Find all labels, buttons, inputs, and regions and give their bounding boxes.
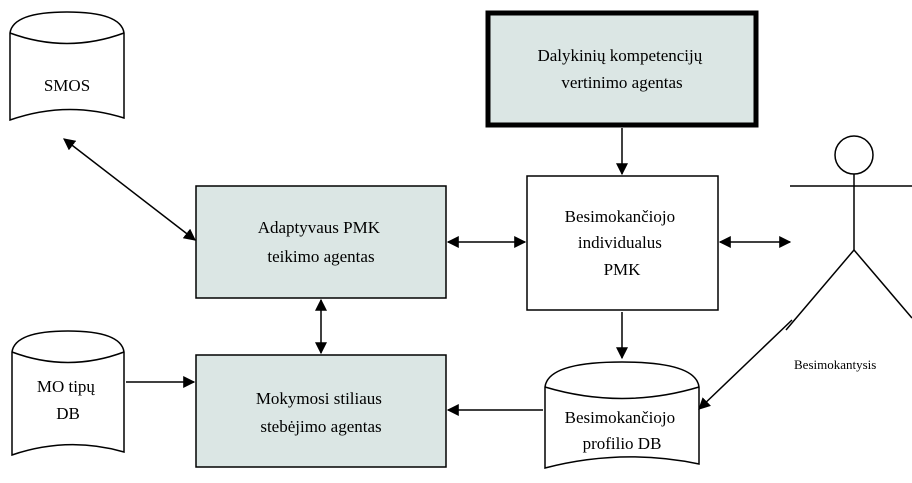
adaptive-pmk-agent-node: Adaptyvaus PMK teikimo agentas (195, 185, 447, 299)
smos-database-node: SMOS (9, 11, 125, 122)
individual-pmk-label: Besimokančiojo individualus PMK (565, 207, 680, 279)
learning-style-agent-node: Mokymosi stiliaus stebėjimo agentas (195, 354, 447, 468)
learner-profile-database-node: Besimokančiojo profilio DB (544, 361, 700, 469)
smos-label: SMOS (44, 76, 90, 95)
connections (63, 128, 793, 416)
database-icon (544, 361, 700, 469)
database-icon (9, 11, 125, 122)
stick-figure-icon (785, 135, 912, 331)
learner-actor: Besimokantysis (785, 135, 912, 372)
mo-types-database-node: MO tipų DB (11, 330, 125, 457)
learner-actor-label: Besimokantysis (794, 357, 876, 372)
mo-types-label: MO tipų DB (37, 377, 99, 423)
subject-competence-agent-label: Dalykinių kompetencijų vertinimo agentas (537, 46, 706, 92)
adaptive-pmk-agent-label: Adaptyvaus PMK teikimo agentas (258, 218, 385, 266)
edge-smos-adaptive (63, 138, 196, 241)
learner-profile-label: Besimokančiojo profilio DB (565, 408, 680, 453)
edge-actor-to-profile (698, 319, 793, 410)
individual-pmk-node: Besimokančiojo individualus PMK (526, 175, 719, 311)
database-icon (11, 330, 125, 457)
subject-competence-agent-node: Dalykinių kompetencijų vertinimo agentas (485, 10, 759, 128)
learning-style-agent-label: Mokymosi stiliaus stebėjimo agentas (256, 389, 386, 436)
